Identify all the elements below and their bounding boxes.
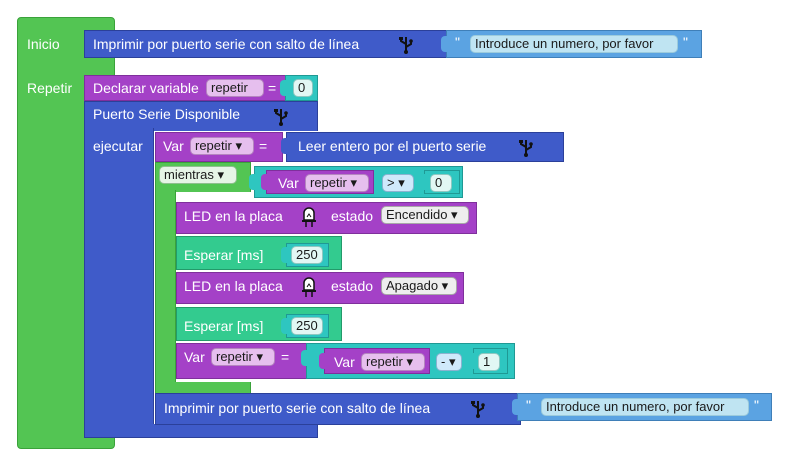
condition-var-dropdown[interactable]: repetir ▾ [305, 174, 369, 192]
plug-connector [512, 399, 519, 415]
led-on-state-label: estado [331, 208, 374, 224]
declare-var-name-field[interactable]: repetir [206, 79, 264, 97]
led-icon [302, 207, 316, 227]
plug-connector [319, 353, 326, 369]
serial-read-int-label: Leer entero por el puerto serie [298, 138, 487, 154]
quote-close: " [754, 397, 759, 413]
plug-connector [468, 353, 475, 369]
wait-label: Esperar [ms] [184, 247, 264, 263]
plug-connector [301, 350, 308, 366]
condition-var-label: Var [278, 175, 299, 191]
print-text-field[interactable]: Introduce un numero, por favor [541, 398, 749, 416]
serial-read-int-block[interactable] [286, 132, 564, 162]
assign-equals: = [281, 349, 290, 365]
serial-available-footer [84, 424, 318, 438]
quote-open: " [526, 397, 531, 413]
while-loop-body [155, 190, 176, 394]
assign-var-dropdown[interactable]: repetir ▾ [211, 348, 275, 366]
condition-value-field[interactable]: 0 [430, 174, 452, 192]
plug-connector [441, 36, 448, 52]
led-off-state-dropdown[interactable]: Apagado ▾ [381, 277, 457, 295]
repetir-label: Repetir [27, 80, 73, 96]
print-serial-block[interactable] [84, 30, 450, 58]
serial-available-block[interactable] [84, 101, 318, 131]
quote-close: " [683, 34, 688, 50]
led-on-label: LED en la placa [184, 208, 283, 224]
usb-icon [519, 140, 533, 157]
ejecutar-label: ejecutar [93, 138, 143, 154]
declare-equals: = [268, 80, 277, 96]
plug-connector [249, 174, 256, 190]
plug-connector [281, 247, 288, 263]
usb-icon [471, 401, 485, 418]
assign-equals: = [259, 138, 268, 154]
print-text-field[interactable]: Introduce un numero, por favor [470, 35, 678, 53]
print-serial-label: Imprimir por puerto serie con salto de l… [93, 36, 360, 52]
subtract-var-label: Var [334, 354, 355, 370]
declare-variable-label: Declarar variable [93, 80, 199, 96]
led-on-state-dropdown[interactable]: Encendido ▾ [381, 206, 469, 224]
led-off-state-label: estado [331, 278, 374, 294]
wait-value-field[interactable]: 250 [291, 317, 323, 335]
usb-icon [274, 109, 288, 126]
wait-value-field[interactable]: 250 [291, 246, 323, 264]
declare-variable-block[interactable] [84, 75, 318, 101]
assign-var-label: Var [163, 138, 184, 154]
plug-connector [281, 138, 288, 154]
declare-value-field[interactable]: 0 [293, 79, 313, 97]
plug-connector [261, 174, 268, 190]
print-serial-block[interactable] [155, 393, 521, 425]
print-serial-label: Imprimir por puerto serie con salto de l… [164, 400, 431, 416]
usb-icon [399, 37, 413, 54]
led-icon [302, 277, 316, 297]
while-mode-dropdown[interactable]: mientras ▾ [159, 166, 237, 184]
condition-operator-dropdown[interactable]: > ▾ [382, 174, 414, 192]
plug-connector [281, 318, 288, 334]
inicio-label: Inicio [27, 36, 60, 52]
subtract-var-dropdown[interactable]: repetir ▾ [361, 353, 425, 371]
subtract-operator-dropdown[interactable]: - ▾ [436, 353, 462, 371]
subtract-value-field[interactable]: 1 [478, 353, 500, 371]
led-off-label: LED en la placa [184, 278, 283, 294]
serial-available-label: Puerto Serie Disponible [93, 106, 241, 122]
assign-var-dropdown[interactable]: repetir ▾ [190, 137, 254, 155]
plug-connector [280, 80, 287, 96]
serial-available-body [84, 128, 154, 438]
assign-var-label: Var [184, 349, 205, 365]
plug-connector [419, 174, 426, 190]
wait-label: Esperar [ms] [184, 318, 264, 334]
quote-open: " [455, 34, 460, 50]
